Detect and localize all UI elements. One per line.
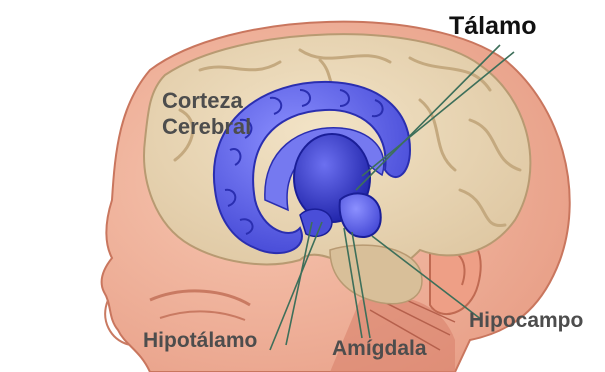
label-hipotalamo: Hipotálamo <box>143 329 257 353</box>
label-corteza-line2: Cerebral <box>162 114 251 140</box>
label-talamo: Tálamo <box>449 12 537 41</box>
label-hipocampo: Hipocampo <box>469 309 583 333</box>
label-corteza-line1: Corteza <box>162 88 251 114</box>
label-amigdala: Amígdala <box>332 337 427 361</box>
label-corteza-cerebral: Corteza Cerebral <box>162 88 251 140</box>
